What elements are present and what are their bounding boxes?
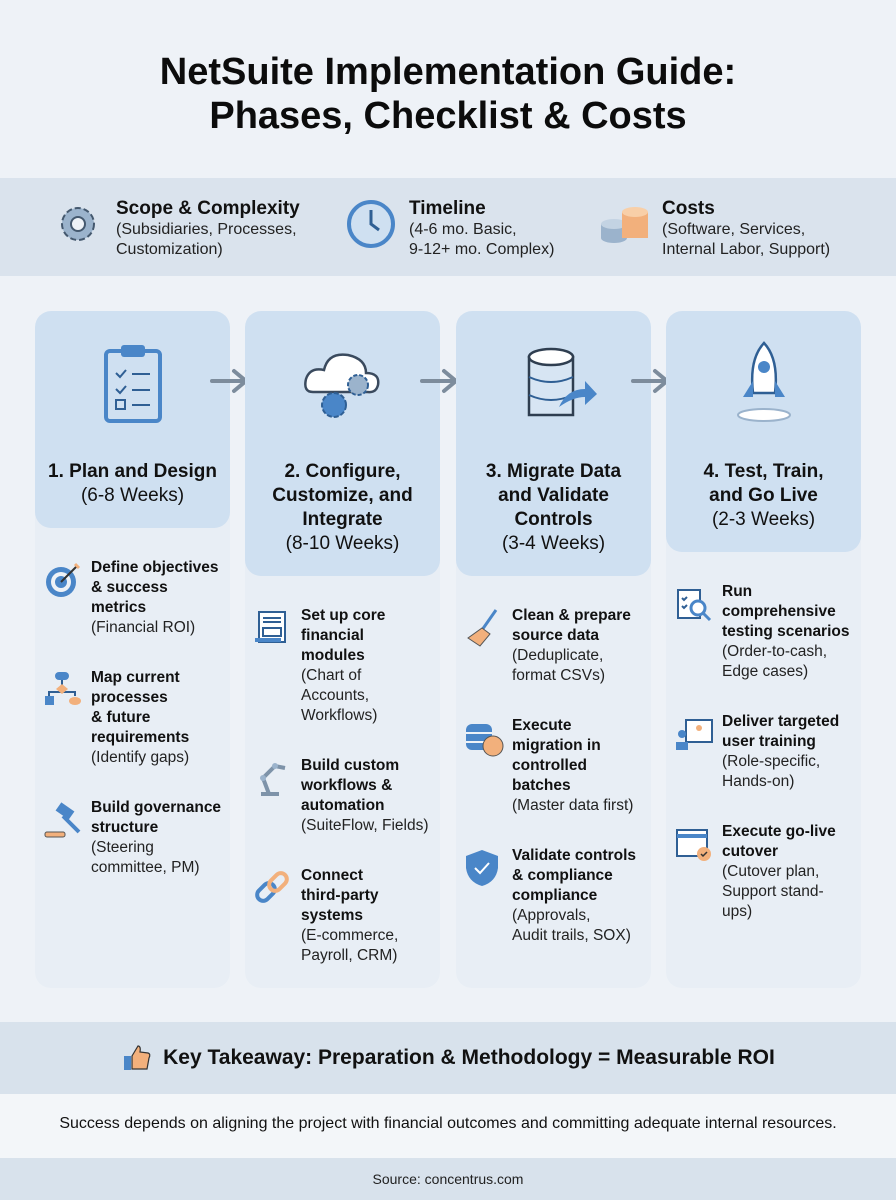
item-detail: (Master data first) <box>512 797 634 814</box>
checklist-item: Build governance structure(Steering comm… <box>35 798 230 878</box>
stat-0: Scope & Complexity(Subsidiaries, Process… <box>52 198 300 260</box>
cloud-gears-icon <box>303 353 379 418</box>
checklist-item: Execute migration in controlled batches (… <box>456 716 651 816</box>
phase-column-1: 1. Plan and Design (6-8 Weeks) Define obje… <box>35 311 230 988</box>
phase-header: 3. Migrate Data and Validate Controls (3-… <box>456 311 651 576</box>
clock-icon <box>347 200 395 248</box>
phase-duration: (8-10 Weeks) <box>285 533 400 554</box>
takeaway-text: Key Takeaway: Preparation & Methodology … <box>163 1046 775 1069</box>
target-icon <box>46 562 81 597</box>
checklist-item: Run comprehensive testing scenarios(Orde… <box>666 582 861 682</box>
stat-heading: Timeline <box>409 198 486 219</box>
phase-header: 2. Configure, Customize, and Integrate (8… <box>245 311 440 576</box>
page-title: NetSuite Implementation Guide: Phases, C… <box>159 51 737 137</box>
database-arrow-icon <box>527 347 597 417</box>
checklist-item: Execute go-live cutover(Cutover plan, Su… <box>666 822 861 922</box>
summary-text: Success depends on aligning the project … <box>0 1094 896 1158</box>
item-title: Define objectives & success metrics <box>91 559 219 616</box>
phase-column-2: 2. Configure, Customize, and Integrate (8… <box>245 311 440 988</box>
gear-icon <box>61 207 95 241</box>
item-title: Clean & prepare source data <box>512 607 631 644</box>
phase-header: 1. Plan and Design (6-8 Weeks) <box>35 311 230 528</box>
phase-title: 4. Test, Train, and Go Live <box>703 461 824 506</box>
phase-header: 4. Test, Train, and Go Live (2-3 Weeks) <box>666 311 861 552</box>
stat-2: Costs(Software, Services, Internal Labor… <box>598 198 830 260</box>
database-sync-icon <box>466 724 504 757</box>
shield-check-icon <box>466 850 498 886</box>
link-icon <box>255 871 289 903</box>
phase-title: 1. Plan and Design <box>48 461 217 482</box>
key-takeaway: Key Takeaway: Preparation & Methodology … <box>0 1022 896 1094</box>
stat-heading: Costs <box>662 198 715 219</box>
item-title: Set up core financial modules <box>301 607 386 664</box>
item-title: Deliver targeted user training <box>722 713 840 750</box>
phase-title: 3. Migrate Data and Validate Controls <box>485 461 622 530</box>
clipboard-checklist-icon <box>103 345 162 423</box>
stat-detail: (Software, Services, Internal Labor, Sup… <box>662 221 831 258</box>
item-detail: (Cutover plan, Support stand- ups) <box>722 863 824 920</box>
calendar-check-icon <box>676 829 711 861</box>
phase-column-3: 3. Migrate Data and Validate Controls (3-… <box>456 311 651 988</box>
item-title: Build governance structure <box>91 799 222 836</box>
robot-arm-icon <box>260 763 286 796</box>
thumbs-up-icon <box>124 1045 151 1070</box>
checklist-item: Deliver targeted user training(Role-spec… <box>666 712 861 792</box>
ledger-scroll-icon <box>255 611 286 643</box>
item-detail: (SuiteFlow, Fields) <box>301 817 429 834</box>
item-detail: (Financial ROI) <box>91 619 196 636</box>
phase-duration: (2-3 Weeks) <box>711 509 816 530</box>
stat-detail: (Subsidiaries, Processes, Customization) <box>116 221 297 258</box>
checklist-item: Validate controls & compliance complianc… <box>456 846 651 946</box>
item-title: Validate controls & compliance complianc… <box>512 847 637 904</box>
item-detail: (Deduplicate, format CSVs) <box>512 647 606 684</box>
flowchart-icon <box>45 672 81 705</box>
item-detail: (E-commerce, Payroll, CRM) <box>301 927 399 964</box>
item-title: Map current processes & future requireme… <box>91 669 190 746</box>
item-title: Execute migration in controlled batches <box>512 717 601 794</box>
stat-1: Timeline(4-6 mo. Basic, 9-12+ mo. Comple… <box>345 198 554 260</box>
checklist-item: Map current processes & future requireme… <box>35 668 230 768</box>
coins-icon <box>601 207 648 243</box>
phase-column-4: 4. Test, Train, and Go Live (2-3 Weeks) Ru… <box>666 311 861 988</box>
source-text: Source: concentrus.com <box>0 1158 896 1200</box>
rocket-icon <box>736 341 791 422</box>
item-detail: (Chart of Accounts, Workflows) <box>301 667 378 724</box>
item-detail: (Identify gaps) <box>91 749 190 766</box>
broom-icon <box>467 609 498 647</box>
checklist-item: Connect third-party systems(E-commerce, … <box>245 866 440 966</box>
checklist-item: Set up core financial modules(Chart of A… <box>245 606 440 726</box>
gavel-icon <box>44 802 81 838</box>
stat-detail: (4-6 mo. Basic, 9-12+ mo. Complex) <box>409 221 555 258</box>
checklist-item: Define objectives & success metrics (Fina… <box>35 558 230 638</box>
stat-heading: Scope & Complexity <box>116 198 300 219</box>
clipboard-search-icon <box>677 589 712 622</box>
training-screen-icon <box>676 719 713 750</box>
item-title: Build custom workflows & automation <box>301 757 400 814</box>
checklist-item: Build custom workflows & automation (Suit… <box>245 756 440 836</box>
item-detail: (Approvals, Audit trails, SOX) <box>512 907 631 944</box>
phase-title: 2. Configure, Customize, and Integrate <box>272 461 413 530</box>
item-title: Execute go-live cutover <box>722 823 836 860</box>
item-detail: (Order-to-cash, Edge cases) <box>722 643 828 680</box>
item-detail: (Steering committee, PM) <box>91 839 200 876</box>
phase-duration: (3-4 Weeks) <box>501 533 606 554</box>
item-title: Connect third-party systems <box>301 867 379 924</box>
checklist-item: Clean & prepare source data(Deduplicate,… <box>456 606 651 686</box>
item-detail: (Role-specific, Hands-on) <box>722 753 821 790</box>
summary-band: Scope & Complexity(Subsidiaries, Process… <box>0 178 896 276</box>
phase-duration: (6-8 Weeks) <box>80 485 185 506</box>
item-title: Run comprehensive testing scenarios <box>722 583 850 640</box>
